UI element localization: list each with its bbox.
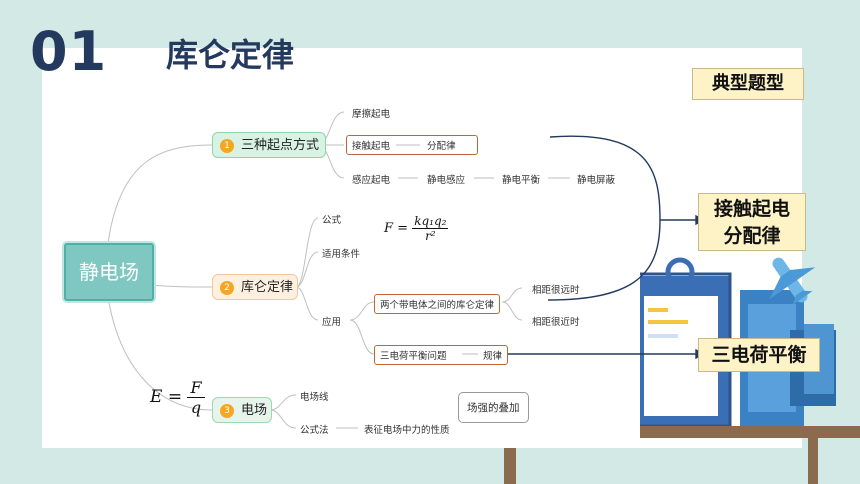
formula-lhs: E (150, 387, 163, 407)
formula-numerator: kq₁q₂ (412, 214, 449, 229)
branch-label: 三种起点方式 (241, 138, 320, 153)
callout-line1: 接触起电 (713, 198, 790, 220)
typical-questions-label: 典型题型 (692, 68, 804, 100)
branch-charging-methods: 1 三种起点方式 (212, 132, 326, 158)
leaf-near: 相距很近时 (532, 317, 580, 328)
three-charge-balance-callout: 三电荷平衡 (698, 338, 820, 372)
mindmap-root: 静电场 (64, 243, 154, 301)
formula-lhs: F (384, 221, 394, 236)
leaf-three-charge: 三电荷平衡问题 (380, 351, 447, 362)
branch-coulomb-law: 2 库仑定律 (212, 274, 298, 300)
leaf-two-bodies: 两个带电体之间的库仑定律 (374, 294, 501, 314)
branch-electric-field: 3 电场 (212, 397, 272, 423)
desk-leg (504, 448, 516, 484)
leaf-friction: 摩擦起电 (352, 109, 391, 120)
leaf-induction: 感应起电 (352, 175, 391, 186)
leaf-contact-box: 接触起电 分配律 (346, 135, 478, 155)
leaf-rule: 规律 (483, 351, 503, 362)
formula-denominator: r² (425, 229, 436, 243)
leaf-electrostatic-equilibrium: 静电平衡 (502, 175, 541, 186)
branch-index-2: 2 (220, 281, 234, 295)
leaf-formula: 公式 (322, 215, 342, 226)
leaf-field-property: 表征电场中力的性质 (364, 425, 450, 436)
leaf-formula-method: 公式法 (300, 425, 329, 436)
leaf-three-charge-box: 三电荷平衡问题 规律 (374, 345, 508, 365)
field-formula: E = F q (150, 378, 205, 417)
leaf-field-lines: 电场线 (300, 392, 329, 403)
leaf-electrostatic-shielding: 静电屏蔽 (577, 175, 616, 186)
coulomb-formula: F = kq₁q₂ r² (384, 214, 449, 243)
branch-index-3: 3 (220, 404, 234, 418)
leaf-far: 相距很远时 (532, 285, 580, 296)
leaf-contact-rule: 分配律 (427, 141, 456, 152)
leaf-conditions: 适用条件 (322, 249, 361, 260)
branch-index-1: 1 (220, 139, 234, 153)
branch-label: 库仑定律 (241, 280, 294, 295)
leaf-application: 应用 (322, 317, 342, 328)
section-number: 01 (30, 20, 108, 83)
callout-line2: 分配律 (723, 225, 781, 247)
page-title: 库仑定律 (166, 36, 295, 74)
leaf-contact: 接触起电 (352, 141, 391, 152)
leaf-superposition: 场强的叠加 (458, 392, 529, 423)
leaf-electrostatic-induction: 静电感应 (427, 175, 466, 186)
formula-denominator: q (190, 398, 202, 417)
formula-numerator: F (187, 378, 205, 398)
contact-electrification-callout: 接触起电 分配律 (698, 193, 806, 251)
branch-label: 电场 (241, 403, 268, 418)
